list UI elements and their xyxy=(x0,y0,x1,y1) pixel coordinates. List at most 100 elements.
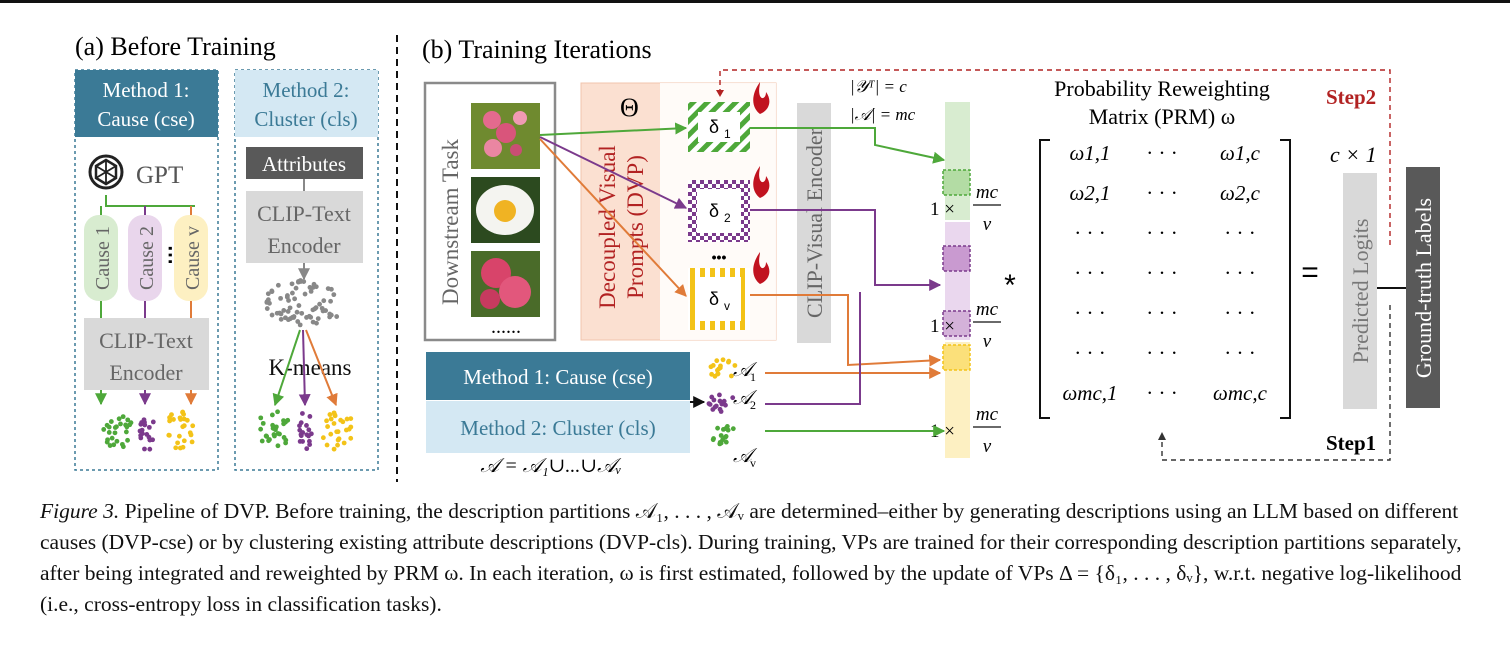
predicted-logits-bar xyxy=(1343,173,1377,409)
partition-dot xyxy=(716,366,722,372)
cluster-dot xyxy=(138,435,144,441)
partition-dot xyxy=(717,406,723,412)
clip-text-encoder-2-line1: CLIP-Text xyxy=(257,201,351,226)
cluster-dot xyxy=(188,432,194,438)
matrix-cell: · · · xyxy=(1146,261,1177,285)
partition-dot xyxy=(732,363,738,368)
cluster-dot xyxy=(331,446,337,452)
cluster-dot xyxy=(281,435,287,440)
partition-dot xyxy=(709,371,715,377)
method1-header-line1: Method 1: xyxy=(103,78,190,102)
images-ellipsis: ...... xyxy=(491,316,521,338)
prompt-delta-v-base: δ xyxy=(709,289,719,309)
cluster-dot xyxy=(139,427,145,433)
cluster-dot xyxy=(275,431,281,436)
cluster-dot xyxy=(181,438,187,444)
causev-label: Cause v xyxy=(182,226,204,290)
cluster-dot xyxy=(300,439,306,444)
cluster-dot xyxy=(180,409,186,415)
step1-arrowhead xyxy=(1158,432,1166,440)
partition-dot xyxy=(728,373,734,379)
cloud-dot xyxy=(281,308,287,313)
cloud-dot xyxy=(297,322,303,328)
feature-size-1: 1 × mc v xyxy=(930,182,1001,235)
matrix-cell: · · · xyxy=(1074,221,1105,245)
cloud-dot xyxy=(331,292,337,298)
feature-size-v-num: mc xyxy=(976,404,999,425)
cluster-dot xyxy=(304,446,310,452)
matrix-cell: · · · xyxy=(1146,141,1177,165)
method2-panel-frame xyxy=(234,69,379,471)
panel-a-title: (a) Before Training xyxy=(75,32,276,61)
partition-dot xyxy=(723,439,729,445)
cluster-dot xyxy=(112,430,118,436)
cluster-dot xyxy=(348,435,354,441)
cause2-label: Cause 2 xyxy=(136,226,158,290)
method1-header-line2: Cause (cse) xyxy=(97,107,194,131)
step1-feedback-arrow xyxy=(1161,305,1391,461)
union-formula: 𝒜 = 𝒜₁∪...∪𝒜ᵥ xyxy=(480,455,622,477)
cluster-dot xyxy=(332,413,338,419)
cluster-dot xyxy=(175,440,181,446)
cloud-dot xyxy=(264,306,270,311)
cluster-dot xyxy=(331,421,337,426)
method1-header xyxy=(75,70,218,137)
cluster-dot xyxy=(307,414,313,419)
cluster-dot xyxy=(270,425,276,431)
cluster-dot xyxy=(184,417,190,423)
clip-text-encoder-2 xyxy=(246,191,363,263)
attributes-box xyxy=(246,147,363,179)
partition-dot xyxy=(730,395,736,401)
cluster-dot xyxy=(343,427,349,433)
cluster-dot xyxy=(128,420,134,426)
cluster-dot xyxy=(283,419,288,425)
cluster-dot xyxy=(114,438,120,444)
prm-title-line1: Probability Reweighting xyxy=(1054,76,1270,101)
cluster-dot xyxy=(171,417,176,422)
feature-slot-purple-1 xyxy=(942,245,971,272)
matrix-cell: · · · xyxy=(1224,301,1255,325)
matrix-cell: · · · xyxy=(1224,221,1255,245)
prompt-delta-1: δ 1 xyxy=(688,102,750,152)
matrix-left-bracket xyxy=(1039,139,1050,419)
cluster-dot xyxy=(272,433,277,439)
gpt-label: GPT xyxy=(136,162,183,189)
prompt-delta-2-sub: 2 xyxy=(724,211,731,225)
cloud-dot xyxy=(319,305,325,311)
partition-dot xyxy=(730,426,736,432)
partition-dot xyxy=(715,425,720,431)
method1-panel-frame xyxy=(74,69,219,471)
cluster-dot xyxy=(335,437,341,443)
partition-sub-v: v xyxy=(750,456,756,470)
panel-b-title: (b) Training Iterations xyxy=(422,35,652,64)
pipeline-diagram: (a) Before Training Method 1: Cause (cse… xyxy=(74,32,1440,482)
dvp-label-line2: Prompts (DVP) xyxy=(623,155,648,299)
cluster-dot xyxy=(114,424,119,430)
cluster-dot xyxy=(173,445,179,451)
partition-dot xyxy=(723,402,728,408)
cluster-dot xyxy=(340,419,346,425)
arrow-promptv-feature xyxy=(750,294,942,367)
matrix-cell: ωmc,c xyxy=(1213,381,1268,405)
cluster-dot xyxy=(328,431,334,437)
cloud-dot xyxy=(278,311,284,317)
partition-dot xyxy=(714,358,720,364)
cause2-pill xyxy=(128,215,162,301)
cloud-dot xyxy=(312,306,318,312)
arrow-kmeans-orange xyxy=(305,329,338,407)
feature-size-1-num: mc xyxy=(976,182,999,203)
arrow-kmeans-green xyxy=(272,329,301,407)
cluster-dot xyxy=(328,416,334,422)
cloud-dot xyxy=(328,298,333,304)
clip-visual-encoder xyxy=(797,103,831,343)
clip-text-encoder-1 xyxy=(84,318,209,390)
cluster-dot xyxy=(341,440,347,446)
cluster-dot xyxy=(120,414,126,420)
partition-dot xyxy=(726,358,732,364)
cluster-dot xyxy=(106,430,112,435)
matrix-cell: ω1,c xyxy=(1220,141,1261,165)
method2-bar xyxy=(426,401,690,453)
method2-bar-label: Method 2: Cluster (cls) xyxy=(460,416,655,440)
cloud-dot xyxy=(275,282,281,288)
cluster-dot xyxy=(147,446,153,452)
